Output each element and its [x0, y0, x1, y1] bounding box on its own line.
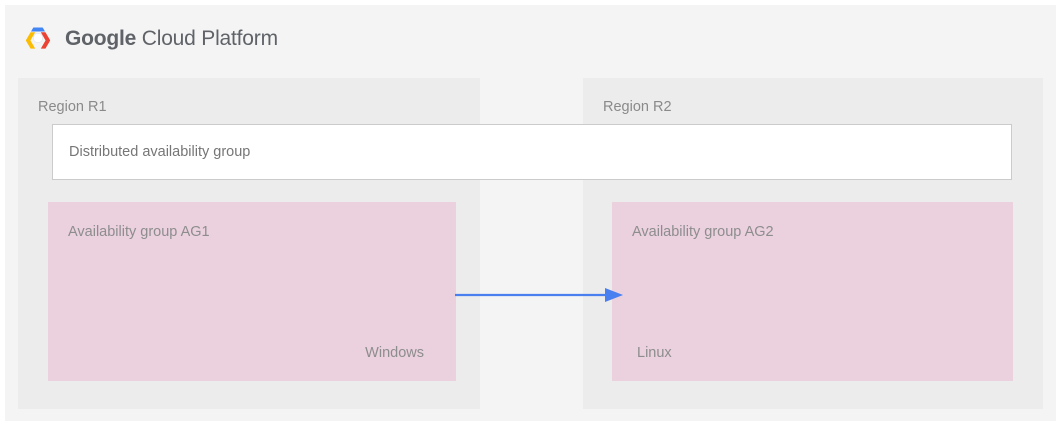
brand-header: Google Cloud Platform	[23, 18, 278, 58]
region-label-r1: Region R1	[38, 99, 107, 115]
brand-title-light: Cloud Platform	[136, 26, 278, 50]
os-label-windows: Windows	[365, 345, 424, 361]
replication-arrow-icon	[455, 288, 623, 302]
brand-title-strong: Google	[65, 26, 137, 50]
google-cloud-platform-logo-icon	[25, 27, 51, 49]
diagram-canvas: Google Cloud Platform Region R1 Region R…	[5, 5, 1056, 421]
region-label-r2: Region R2	[603, 99, 672, 115]
os-label-linux: Linux	[637, 345, 672, 361]
brand-title: Google Cloud Platform	[65, 28, 278, 49]
availability-group-box-ag1: Availability group AG1 Windows	[48, 202, 456, 381]
distributed-availability-group-box: Distributed availability group	[52, 124, 1012, 180]
distributed-availability-group-label: Distributed availability group	[69, 144, 251, 160]
availability-group-label-ag2: Availability group AG2	[632, 224, 774, 240]
availability-group-label-ag1: Availability group AG1	[68, 224, 210, 240]
availability-group-box-ag2: Availability group AG2 Linux	[612, 202, 1013, 381]
